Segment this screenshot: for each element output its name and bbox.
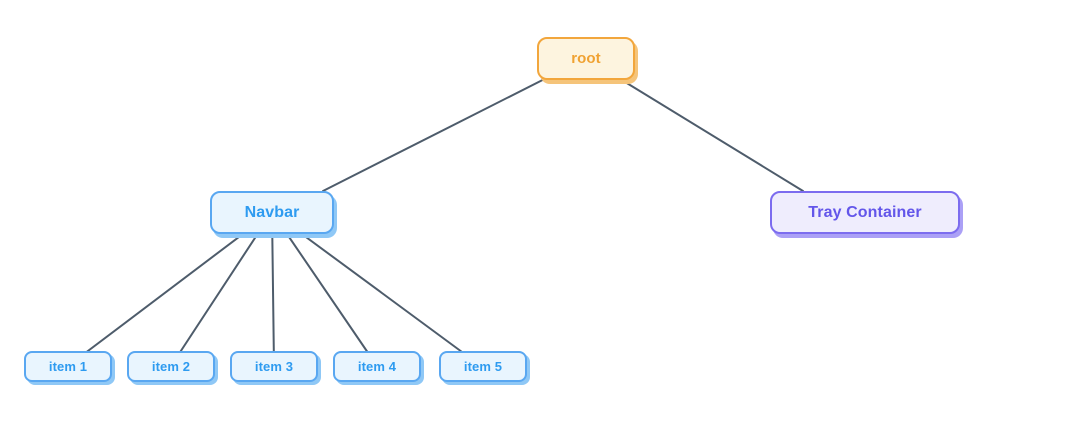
- edge-navbar-item-1: [67, 211, 273, 367]
- node-tray-container-label: Tray Container: [808, 203, 922, 221]
- edge-navbar-item-3: [271, 211, 275, 367]
- node-item-2[interactable]: item 2: [127, 351, 215, 382]
- node-navbar[interactable]: Navbar: [210, 191, 334, 234]
- edge-navbar-item-4: [271, 211, 378, 367]
- edge-navbar-item-5: [271, 211, 482, 367]
- node-item-1[interactable]: item 1: [24, 351, 112, 382]
- node-root[interactable]: root: [537, 37, 635, 80]
- node-navbar-label: Navbar: [244, 203, 300, 221]
- node-item-4-label: item 4: [357, 359, 397, 374]
- edge-root-tray-container: [585, 57, 804, 192]
- node-item-5[interactable]: item 5: [439, 351, 527, 382]
- node-item-4[interactable]: item 4: [333, 351, 421, 382]
- node-tray-container[interactable]: Tray Container: [770, 191, 960, 234]
- node-root-label: root: [571, 50, 601, 67]
- edge-navbar-item-2: [170, 211, 273, 367]
- node-item-5-label: item 5: [463, 359, 503, 374]
- node-item-2-label: item 2: [151, 359, 191, 374]
- node-item-3[interactable]: item 3: [230, 351, 318, 382]
- node-item-1-label: item 1: [48, 359, 88, 374]
- node-item-3-label: item 3: [254, 359, 294, 374]
- edge-root-navbar: [322, 57, 587, 192]
